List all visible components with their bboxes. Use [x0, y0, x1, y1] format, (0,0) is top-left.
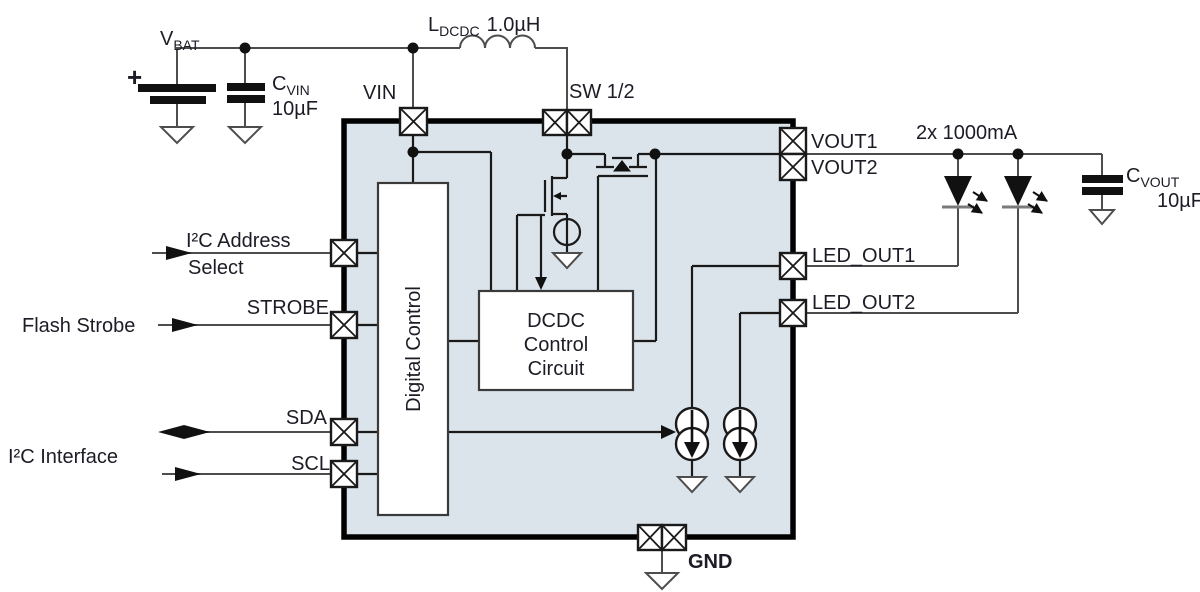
light-arrow-icon	[1027, 203, 1043, 214]
light-arrow-icon	[972, 191, 988, 202]
battery-plus-label: +	[127, 62, 142, 92]
flash-strobe-arrow	[172, 318, 198, 332]
led-rating-label: 2x 1000mA	[916, 122, 1018, 144]
led-out2-pin-label: LED_OUT2	[812, 292, 915, 314]
strobe-pin-label: STROBE	[247, 297, 329, 319]
current-source-symbol	[552, 217, 582, 247]
digital-control-block: Digital Control	[376, 181, 450, 517]
flash-strobe-label: Flash Strobe	[22, 315, 135, 337]
i2c-address-label-line2: Select	[188, 257, 244, 279]
i2c-address-label-line1: I²C Address	[186, 230, 290, 252]
dcdc-label-2: Control	[524, 334, 588, 356]
cvout-label: CVOUT	[1126, 165, 1180, 190]
pin-sda	[329, 417, 359, 447]
cvout-value: 10µF	[1157, 190, 1200, 212]
light-arrow-icon	[1032, 191, 1048, 202]
cvin-capacitor	[227, 83, 265, 103]
dcdc-control-block: DCDC Control Circuit	[477, 289, 635, 392]
led-1	[942, 176, 988, 214]
ground-symbol-internal	[550, 252, 584, 270]
pin-vout2	[778, 152, 808, 182]
ground-symbol-cvout	[1087, 209, 1117, 226]
vbat-label: VBAT	[160, 28, 200, 53]
control-arrow	[661, 425, 676, 439]
light-arrow-icon	[967, 203, 983, 214]
sda-arrow-right	[184, 425, 210, 439]
pin-sw	[541, 108, 593, 137]
sync-switch-body-diode	[613, 160, 631, 172]
battery	[138, 84, 216, 104]
pin-scl	[329, 459, 359, 489]
sda-arrow-left	[158, 425, 184, 439]
pin-i2c-address	[329, 238, 359, 268]
led-current-sink-1	[674, 406, 710, 462]
ground-symbol-sink1	[675, 476, 709, 494]
scl-arrow	[175, 467, 201, 481]
scl-pin-label: SCL	[291, 453, 330, 475]
pin-led-out1	[778, 251, 808, 281]
dcdc-sense-arrow	[535, 277, 547, 290]
digital-control-label: Digital Control	[403, 286, 425, 412]
vout2-pin-label: VOUT2	[811, 157, 878, 179]
vout1-pin-label: VOUT1	[811, 131, 878, 153]
i2c-interface-label: I²C Interface	[8, 446, 118, 468]
ground-symbol-battery	[158, 126, 196, 145]
pin-vin	[398, 106, 429, 137]
ground-symbol-sink2	[723, 476, 757, 494]
sda-pin-label: SDA	[286, 407, 328, 429]
dcdc-label-1: DCDC	[527, 310, 585, 332]
ground-symbol-gnd-pin	[643, 572, 681, 591]
led-2	[1002, 176, 1048, 214]
pin-strobe	[329, 310, 359, 340]
vin-pin-label: VIN	[363, 82, 396, 104]
sw-pin-label: SW 1/2	[569, 81, 635, 103]
pin-led-out2	[778, 298, 808, 328]
internal-wires	[357, 135, 780, 477]
ground-symbol-cvin	[226, 126, 264, 145]
gnd-pin-label: GND	[688, 551, 732, 573]
cvout-capacitor	[1082, 175, 1123, 195]
dcdc-label-3: Circuit	[528, 358, 585, 380]
pin-gnd	[636, 523, 688, 552]
nmos-bulk-arrow	[553, 192, 561, 200]
pin-vout1	[778, 126, 808, 156]
led-current-sink-2	[722, 406, 758, 462]
led-out1-pin-label: LED_OUT1	[812, 245, 915, 267]
i2c-address-arrow	[166, 246, 192, 260]
cvin-label: CVIN	[272, 73, 310, 98]
junction-dots	[239, 42, 1024, 160]
cvin-value: 10µF	[272, 98, 318, 120]
